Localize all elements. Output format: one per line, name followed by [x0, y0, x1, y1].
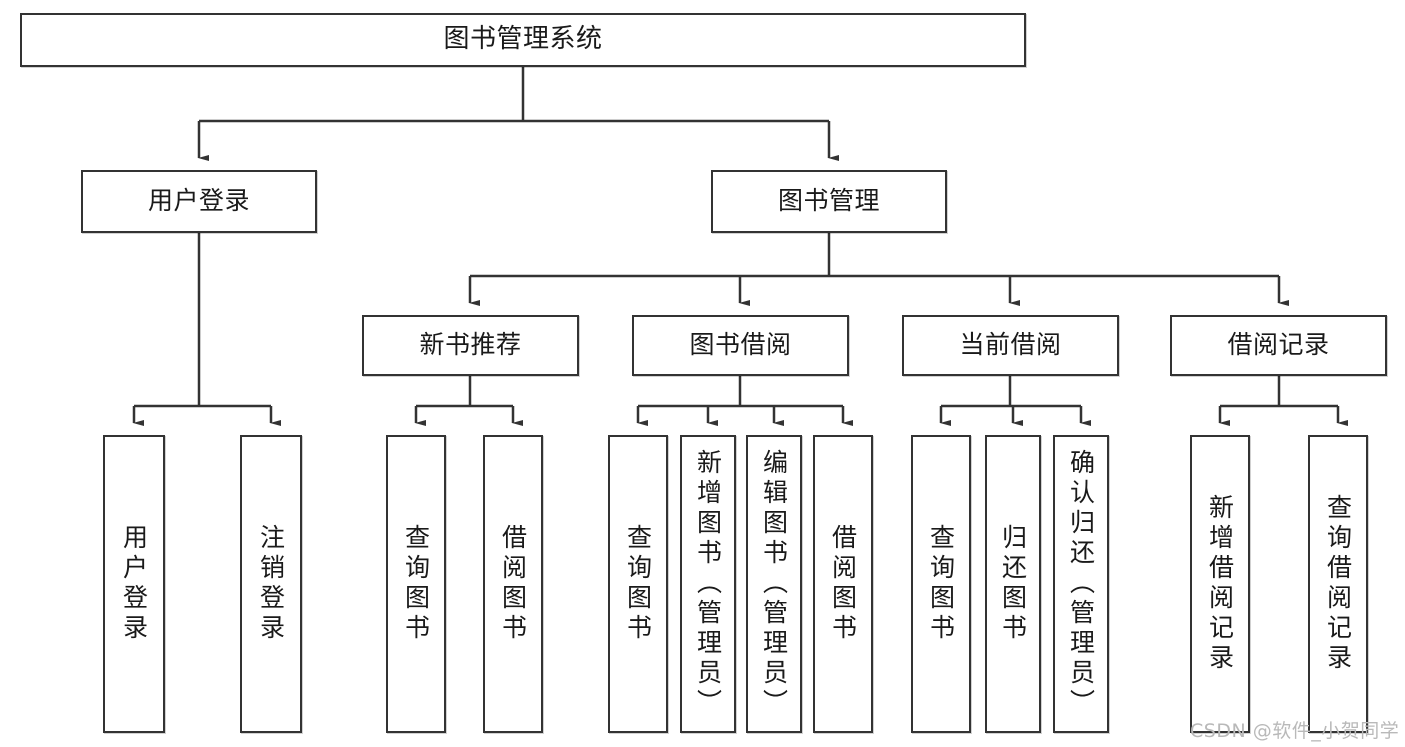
leaf-borrow-book-label: 借阅图书: [828, 524, 858, 644]
leaf-add-book-admin-label: 新增图书（管理员）: [693, 449, 723, 719]
leaf-edit-book-admin[interactable]: 编辑图书（管理员）: [746, 435, 802, 733]
node-new-book-recommend-label: 新书推荐: [419, 330, 522, 360]
node-user-login[interactable]: 用户登录: [81, 170, 317, 233]
node-book-borrow-label: 图书借阅: [689, 330, 792, 360]
leaf-edit-book-admin-label: 编辑图书（管理员）: [759, 449, 789, 719]
leaf-query-book-newbook-label: 查询图书: [401, 524, 431, 644]
node-book-borrow[interactable]: 图书借阅: [632, 315, 849, 376]
leaf-logout[interactable]: 注销登录: [240, 435, 302, 733]
leaf-return-book-label: 归还图书: [998, 524, 1028, 644]
node-borrow-record[interactable]: 借阅记录: [1170, 315, 1387, 376]
leaf-user-login[interactable]: 用户登录: [103, 435, 165, 733]
leaf-return-book[interactable]: 归还图书: [985, 435, 1041, 733]
leaf-query-book-current[interactable]: 查询图书: [911, 435, 971, 733]
leaf-query-borrow-record[interactable]: 查询借阅记录: [1308, 435, 1368, 733]
leaf-borrow-book-newbook[interactable]: 借阅图书: [483, 435, 543, 733]
node-user-login-label: 用户登录: [147, 186, 250, 216]
leaf-confirm-return-admin-label: 确认归还（管理员）: [1066, 449, 1096, 719]
node-current-borrow[interactable]: 当前借阅: [902, 315, 1119, 376]
leaf-add-book-admin[interactable]: 新增图书（管理员）: [680, 435, 736, 733]
leaf-add-borrow-record[interactable]: 新增借阅记录: [1190, 435, 1250, 733]
leaf-add-borrow-record-label: 新增借阅记录: [1205, 494, 1235, 674]
node-book-management-label: 图书管理: [777, 186, 880, 216]
node-borrow-record-label: 借阅记录: [1227, 330, 1330, 360]
leaf-borrow-book[interactable]: 借阅图书: [813, 435, 873, 733]
csdn-watermark: CSDN @软件_小贺同学: [1190, 720, 1400, 742]
node-root[interactable]: 图书管理系统: [20, 13, 1026, 67]
node-book-management[interactable]: 图书管理: [711, 170, 947, 233]
leaf-query-book-borrow[interactable]: 查询图书: [608, 435, 668, 733]
leaf-logout-label: 注销登录: [256, 524, 286, 644]
leaf-user-login-label: 用户登录: [119, 524, 149, 644]
leaf-query-book-borrow-label: 查询图书: [623, 524, 653, 644]
node-new-book-recommend[interactable]: 新书推荐: [362, 315, 579, 376]
node-current-borrow-label: 当前借阅: [959, 330, 1062, 360]
leaf-query-book-current-label: 查询图书: [926, 524, 956, 644]
leaf-borrow-book-newbook-label: 借阅图书: [498, 524, 528, 644]
node-root-label: 图书管理系统: [443, 24, 603, 55]
leaf-query-book-newbook[interactable]: 查询图书: [386, 435, 446, 733]
leaf-query-borrow-record-label: 查询借阅记录: [1323, 494, 1353, 674]
leaf-confirm-return-admin[interactable]: 确认归还（管理员）: [1053, 435, 1109, 733]
